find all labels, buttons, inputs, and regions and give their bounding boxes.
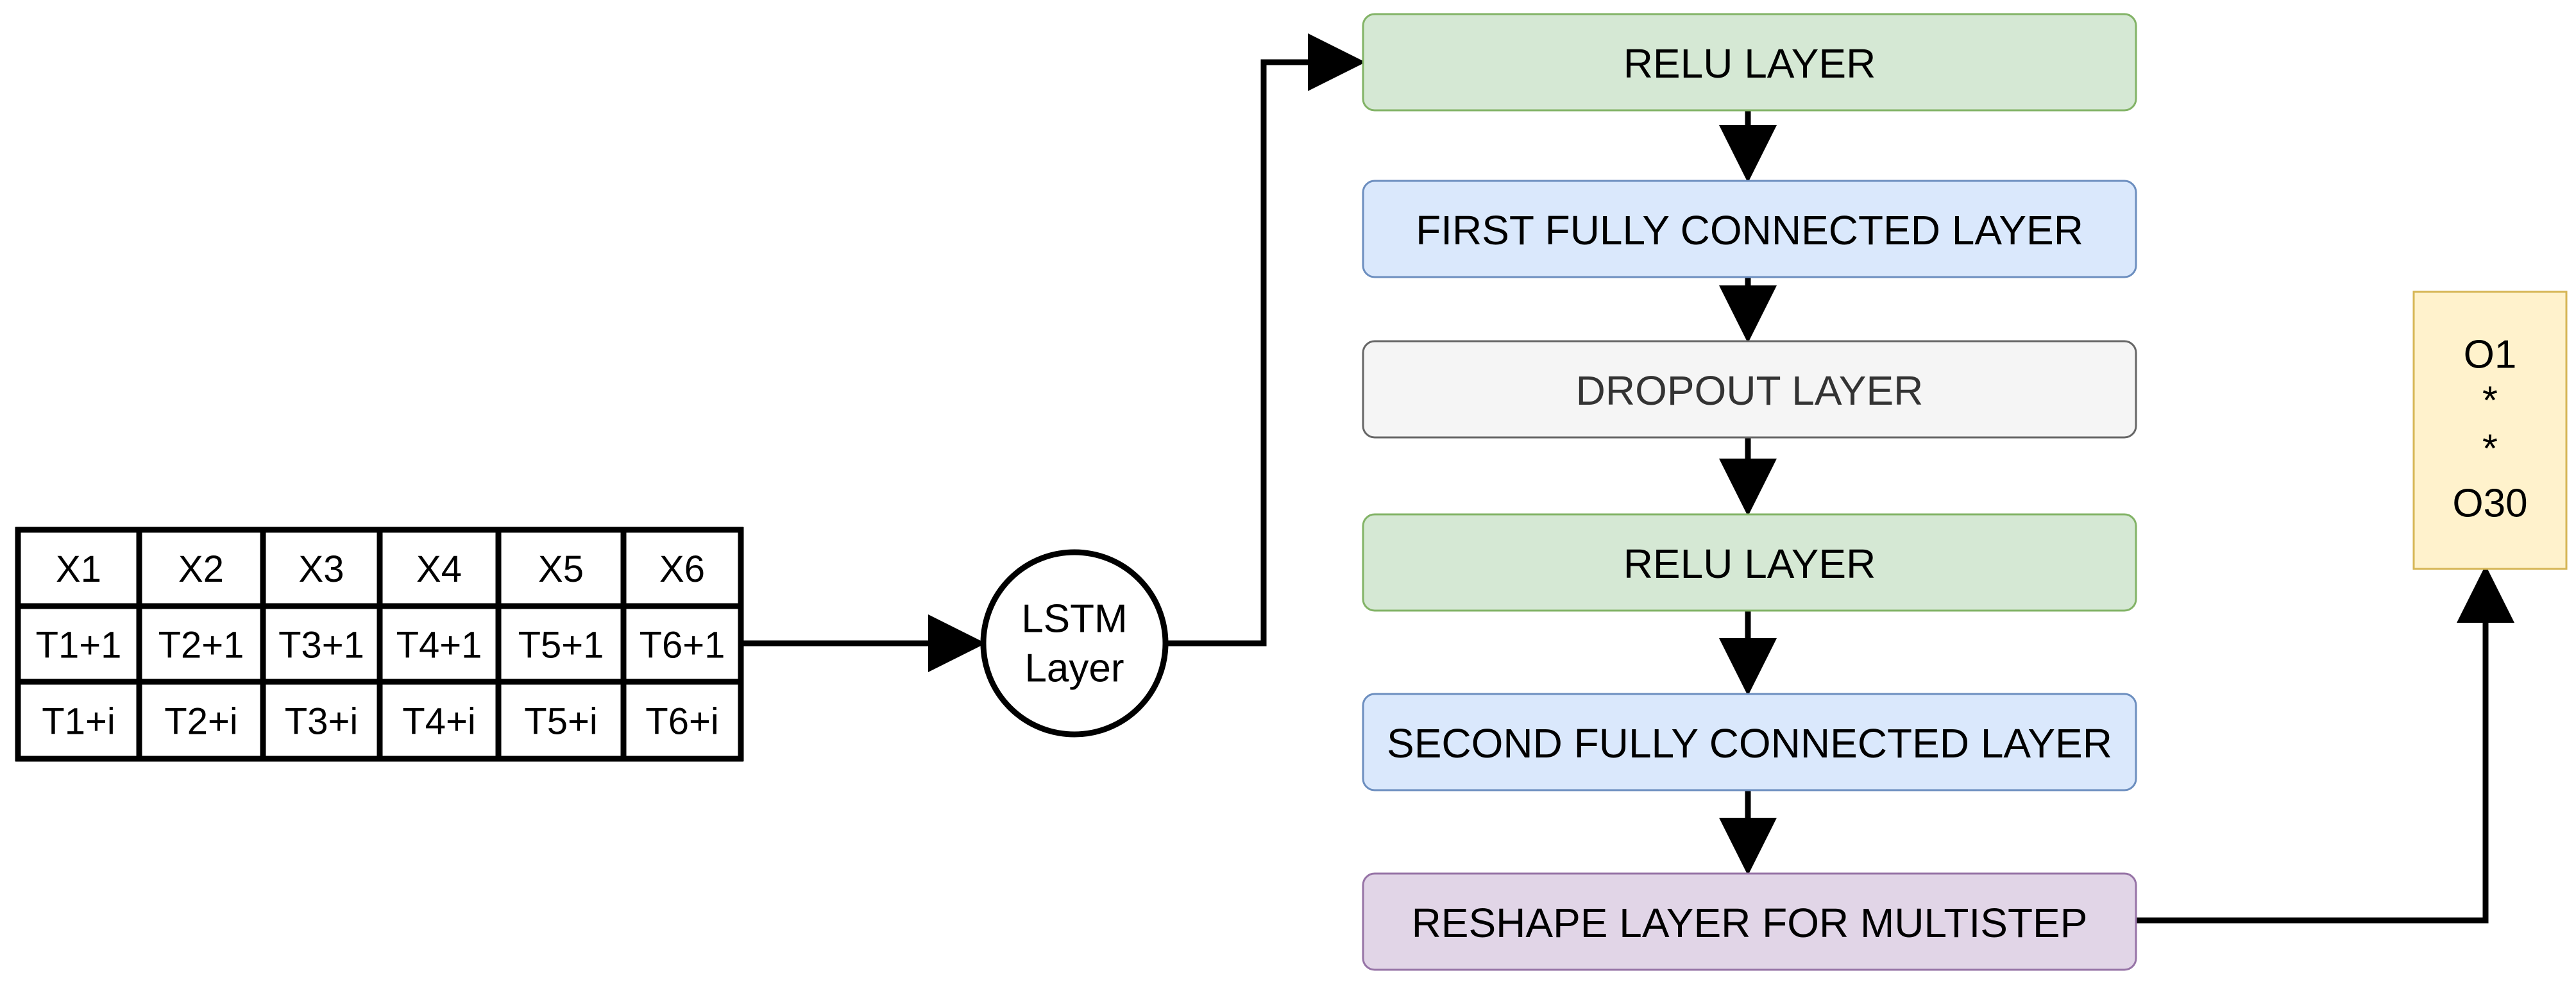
layer-stack: RELU LAYER FIRST FULLY CONNECTED LAYER DRO… <box>1362 13 2137 971</box>
output-label-line: * <box>2482 379 2498 423</box>
table-header-cell: X6 <box>659 548 705 590</box>
table-cell: T6+i <box>645 701 718 743</box>
table-header-cell: X2 <box>178 548 224 590</box>
table-cell: T5+1 <box>518 625 604 666</box>
layer-box-rect <box>1362 13 2137 112</box>
table-cell: T5+i <box>524 701 597 743</box>
table-cell: T2+i <box>164 701 237 743</box>
layer-box-rect <box>1362 513 2137 612</box>
connectors <box>741 33 2514 924</box>
output-label-line: * <box>2482 427 2498 471</box>
output-label-line: O30 <box>2452 482 2527 526</box>
lstm-node: LSTM Layer <box>980 549 1169 738</box>
layer-box-rect <box>1362 872 2137 971</box>
table-cell: T3+i <box>285 701 358 743</box>
dropout-layer-box: DROPOUT LAYER <box>1362 340 2137 439</box>
arrow-reshape-to-output <box>2136 565 2514 924</box>
table-cell: T1+i <box>42 701 115 743</box>
layer-label: SECOND FULLY CONNECTED LAYER <box>1387 720 2112 766</box>
lstm-circle <box>980 549 1169 738</box>
table-cell: T3+1 <box>278 625 364 666</box>
layer-box-rect <box>1362 693 2137 791</box>
output-box: O1**O30 <box>2412 291 2568 570</box>
layer-label: RESHAPE LAYER FOR MULTISTEP <box>1412 900 2088 946</box>
layer-label: RELU LAYER <box>1623 40 1876 87</box>
layer-label: DROPOUT LAYER <box>1576 368 1924 414</box>
relu-layer-box: RELU LAYER <box>1362 13 2137 112</box>
relu-layer-box: RELU LAYER <box>1362 513 2137 612</box>
reshape-layer-box: RESHAPE LAYER FOR MULTISTEP <box>1362 872 2137 971</box>
layer-label: RELU LAYER <box>1623 541 1876 587</box>
output-box-rect <box>2412 291 2568 570</box>
lstm-label-line1: LSTM <box>1021 597 1127 641</box>
table-header-cell: X4 <box>416 548 462 590</box>
table-header-cell: X3 <box>299 548 344 590</box>
table-cell: T4+1 <box>396 625 482 666</box>
table-cell: T2+1 <box>158 625 244 666</box>
table-header-cell: X1 <box>56 548 101 590</box>
layer-label: FIRST FULLY CONNECTED LAYER <box>1416 207 2083 253</box>
second-fully-connected-layer-box: SECOND FULLY CONNECTED LAYER <box>1362 693 2137 791</box>
layer-box-rect <box>1362 340 2137 439</box>
table-cell: T4+i <box>402 701 475 743</box>
table-header-cell: X5 <box>538 548 584 590</box>
table-cell: T1+1 <box>36 625 122 666</box>
first-fully-connected-layer-box: FIRST FULLY CONNECTED LAYER <box>1362 180 2137 278</box>
layer-box-rect <box>1362 180 2137 278</box>
table-cell: T6+1 <box>640 625 725 666</box>
arrow-lstm-to-relu <box>1167 33 1366 647</box>
output-label-line: O1 <box>2464 333 2517 377</box>
lstm-label-line2: Layer <box>1024 647 1124 691</box>
